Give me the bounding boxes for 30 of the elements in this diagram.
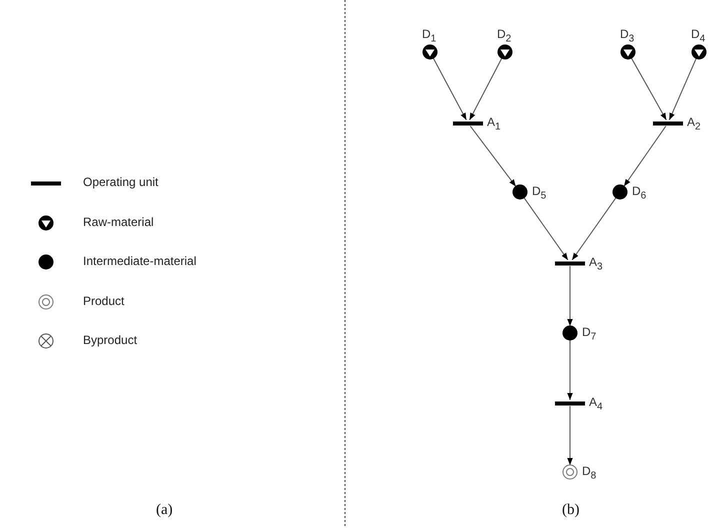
node-label: D$_{7}$ <box>582 325 596 344</box>
node-label: D$_{5}$ <box>532 184 546 204</box>
arrow <box>524 197 568 260</box>
node-label: D$_{8}$ <box>582 464 596 484</box>
node-label: A$_{2}$ <box>687 115 701 134</box>
panel-label: (b) <box>562 502 580 519</box>
node-label: D$_{1}$ <box>422 27 436 46</box>
arrow <box>470 126 516 187</box>
legend-label: Intermediate-material <box>83 254 196 268</box>
arrow <box>624 126 666 187</box>
legend-label: Raw-material <box>83 214 154 228</box>
node-label: D$_{3}$ <box>620 27 634 46</box>
arrow <box>567 266 573 326</box>
arrow <box>432 58 467 120</box>
legend-label: Product <box>83 294 124 308</box>
node-label: A$_{3}$ <box>589 255 603 274</box>
node-label: A$_{4}$ <box>589 395 603 414</box>
arrow <box>668 58 697 120</box>
node-label: A$_{1}$ <box>487 115 501 134</box>
panel-label: (a) <box>156 502 173 519</box>
arrow <box>469 58 502 120</box>
arrow <box>630 58 667 120</box>
node-label: D$_{6}$ <box>632 184 646 204</box>
arrow <box>567 406 573 466</box>
legend-label: Byproduct <box>83 333 138 347</box>
arrow <box>572 197 616 260</box>
arrow <box>567 340 573 400</box>
legend-label: Operating unit <box>83 175 158 189</box>
node-label: D$_{4}$ <box>691 27 706 46</box>
node-label: D$_{2}$ <box>497 27 512 46</box>
